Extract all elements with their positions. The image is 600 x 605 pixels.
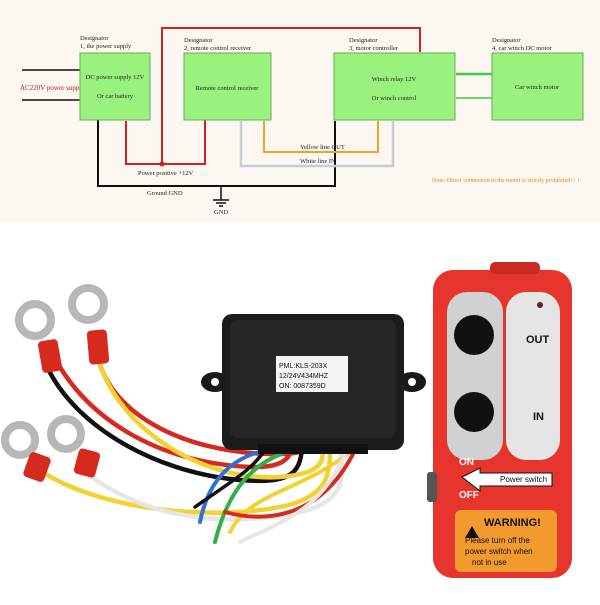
positive-wire-controller: [161, 27, 421, 164]
motor-line1: Car winch motor: [515, 84, 560, 91]
controller-line2: Or winch control: [372, 95, 417, 102]
wiring-diagram: AC220V power supply Designator 1, the po…: [0, 0, 600, 222]
controller-designator: Designator: [349, 37, 378, 44]
yellow-wire: [263, 121, 379, 153]
white-line-label: White line IN: [300, 158, 336, 165]
on-label: ON: [459, 457, 474, 468]
receiver-box: [183, 52, 272, 121]
ground-wire: [97, 120, 336, 187]
warning-triangle-icon: [465, 526, 479, 538]
in-label: IN: [533, 411, 544, 423]
status-led: [537, 302, 543, 308]
product-photo: PML:KLS-203X 12/24V434MHZ ON: 0087359D O…: [0, 222, 600, 600]
receiver-line1: Remote control receiver: [196, 85, 260, 92]
warning-text-1: Please turn off the: [465, 536, 530, 545]
power-supply-line1: DC power supply 12V: [86, 74, 145, 81]
in-button[interactable]: [454, 392, 494, 432]
receiver-designator: Designator: [184, 37, 213, 44]
wire-bundle: [32, 349, 357, 544]
receiver-label-line3: ON: 0087359D: [279, 383, 326, 390]
warning-panel: [455, 510, 557, 572]
warning-title: WARNING!: [484, 517, 541, 529]
out-label: OUT: [526, 334, 550, 346]
off-label: OFF: [459, 490, 479, 501]
receiver-designator-sub: 2, remote control receiver: [184, 45, 252, 52]
ac-label: AC220V power supply: [20, 84, 85, 92]
wiring-diagram-svg: AC220V power supply Designator 1, the po…: [20, 27, 584, 216]
ring-terminal-icon: [1, 284, 110, 482]
warning-text-2: power switch when: [465, 547, 533, 556]
power-supply-designator-sub: 1, the power supply: [80, 43, 132, 50]
warning-note: Note: Direct connection to the motor is …: [432, 178, 579, 184]
receiver-box-icon: PML:KLS-203X 12/24V434MHZ ON: 0087359D: [201, 314, 426, 454]
receiver-label-sticker: [276, 356, 348, 392]
motor-designator: Designator: [492, 37, 521, 44]
power-supply-designator: Designator: [80, 35, 109, 42]
gnd-label: GND: [214, 209, 228, 216]
product-photo-svg: PML:KLS-203X 12/24V434MHZ ON: 0087359D O…: [1, 262, 572, 578]
power-switch-arrow-icon: [461, 467, 553, 493]
power-supply-box: [79, 52, 151, 121]
controller-line1: Winch relay 12V: [372, 76, 417, 83]
yellow-line-label: Yellow line OUT: [300, 144, 345, 151]
positive-junction: [159, 161, 165, 167]
receiver-label-line1: PML:KLS-203X: [279, 363, 328, 370]
receiver-label-line2: 12/24V434MHZ: [279, 373, 329, 380]
controller-designator-sub: 3, motor controller: [349, 45, 399, 52]
warning-text-3: not in use: [472, 558, 507, 567]
power-supply-line2: Or car battery: [97, 93, 134, 100]
white-wire: [239, 121, 395, 168]
motor-designator-sub: 4, car winch DC motor: [492, 45, 553, 52]
out-button[interactable]: [454, 315, 494, 355]
motor-box: [491, 52, 584, 121]
power-positive-label: Power positive +12V: [138, 170, 194, 177]
remote-face-right: [506, 292, 560, 460]
remote-control: OUT IN ON OFF Power switch WARNING! Plea…: [427, 262, 572, 578]
positive-wire-receiver: [125, 120, 206, 165]
ground-label: Ground GND: [147, 190, 183, 197]
power-switch-label: Power switch: [500, 475, 547, 484]
controller-box: [333, 52, 456, 121]
